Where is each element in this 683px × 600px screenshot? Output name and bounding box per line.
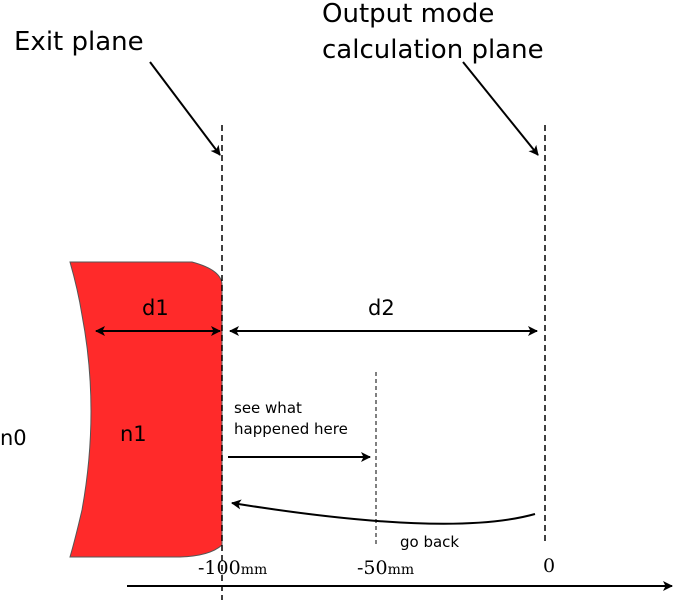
see-what-label-line1: see what: [234, 399, 302, 417]
n0-label: n0: [0, 426, 27, 450]
tick-label-zero: 0: [543, 555, 555, 577]
output-plane-label-line2: calculation plane: [322, 35, 544, 65]
output-plane-pointer-arrow: [462, 61, 539, 156]
exit-plane-label: Exit plane: [14, 27, 144, 57]
n1-label: n1: [120, 422, 147, 446]
d2-label: d2: [368, 296, 395, 320]
go-back-arrow: [231, 499, 536, 525]
output-plane-label-line1: Output mode: [322, 0, 494, 29]
exit-plane-pointer-arrow: [149, 61, 221, 156]
d1-label: d1: [142, 296, 169, 320]
see-what-label-line2: happened here: [234, 420, 348, 438]
tick-label-minus100: -100mm: [198, 557, 267, 579]
tick-label-minus50: -50mm: [357, 557, 414, 579]
go-back-label: go back: [400, 533, 459, 551]
